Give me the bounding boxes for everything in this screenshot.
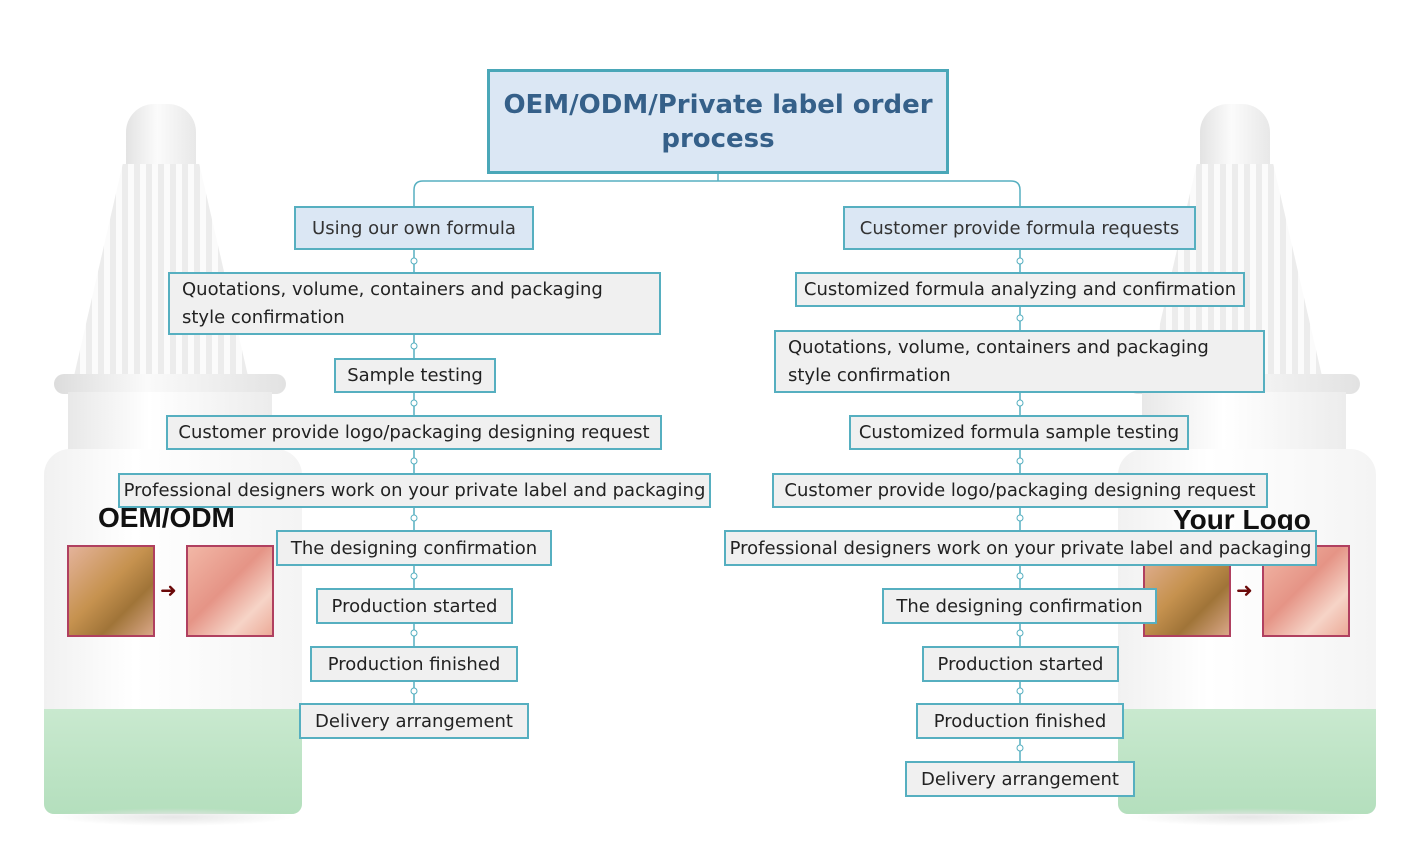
left-step-8: Delivery arrangement <box>299 703 529 739</box>
collapse-node-icon <box>1016 257 1024 265</box>
left-step-1: Quotations, volume, containers and packa… <box>168 272 661 335</box>
bottle-collar <box>54 374 286 394</box>
left-step-4: Professional designers work on your priv… <box>118 473 711 508</box>
nail-before-image <box>67 545 155 637</box>
right-step-8: Production finished <box>916 703 1124 739</box>
collapse-node-icon <box>410 514 418 522</box>
right-step-9: Delivery arrangement <box>905 761 1135 797</box>
left-step-2: Sample testing <box>334 358 496 393</box>
right-step-6: The designing confirmation <box>882 588 1157 624</box>
collapse-node-icon <box>1016 514 1024 522</box>
right-step-5: Professional designers work on your priv… <box>724 530 1317 566</box>
collapse-node-icon <box>1016 314 1024 322</box>
diagram-title-box: OEM/ODM/Private label order process <box>487 69 949 174</box>
arrow-right-icon: ➜ <box>1236 578 1253 602</box>
right-step-3: Customized formula sample testing <box>849 415 1189 450</box>
left-step-6: Production started <box>316 588 513 624</box>
left-step-5: The designing confirmation <box>276 530 552 566</box>
title-branch-connector <box>413 174 1021 206</box>
bottle-shadow <box>54 808 294 826</box>
collapse-node-icon <box>1016 629 1024 637</box>
right-step-2: Quotations, volume, containers and packa… <box>774 330 1265 393</box>
bottle-green-band <box>1118 709 1376 814</box>
collapse-node-icon <box>1016 572 1024 580</box>
collapse-node-icon <box>410 399 418 407</box>
bottle-green-band <box>44 709 302 814</box>
right-step-4: Customer provide logo/packaging designin… <box>772 473 1268 508</box>
left-branch-header: Using our own formula <box>294 206 534 250</box>
bottle-shadow <box>1128 808 1368 826</box>
diagram-title: OEM/ODM/Private label order process <box>503 89 933 154</box>
collapse-node-icon <box>410 457 418 465</box>
collapse-node-icon <box>1016 744 1024 752</box>
right-step-1: Customized formula analyzing and confirm… <box>795 272 1245 307</box>
arrow-right-icon: ➜ <box>160 578 177 602</box>
right-step-7: Production started <box>922 646 1119 682</box>
collapse-node-icon <box>410 257 418 265</box>
collapse-node-icon <box>410 629 418 637</box>
collapse-node-icon <box>1016 687 1024 695</box>
right-bottle-label: Your Logo <box>1173 504 1311 535</box>
right-branch-header: Customer provide formula requests <box>843 206 1196 250</box>
collapse-node-icon <box>1016 457 1024 465</box>
nail-after-image <box>186 545 274 637</box>
collapse-node-icon <box>410 342 418 350</box>
collapse-node-icon <box>1016 399 1024 407</box>
left-step-7: Production finished <box>310 646 518 682</box>
collapse-node-icon <box>410 572 418 580</box>
collapse-node-icon <box>410 687 418 695</box>
left-step-3: Customer provide logo/packaging designin… <box>166 415 662 450</box>
